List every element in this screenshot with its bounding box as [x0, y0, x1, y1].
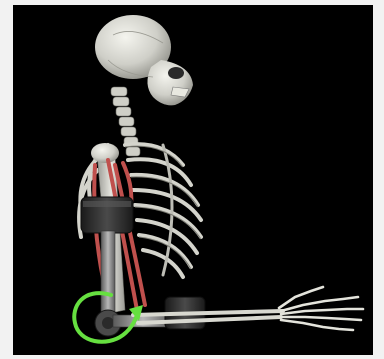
skull — [95, 15, 193, 105]
exo-upper-bar — [101, 231, 115, 321]
render-viewport — [13, 5, 373, 355]
upper-arm-cuff — [81, 197, 133, 233]
skeleton-render — [13, 5, 373, 355]
hand-bones — [279, 287, 363, 330]
